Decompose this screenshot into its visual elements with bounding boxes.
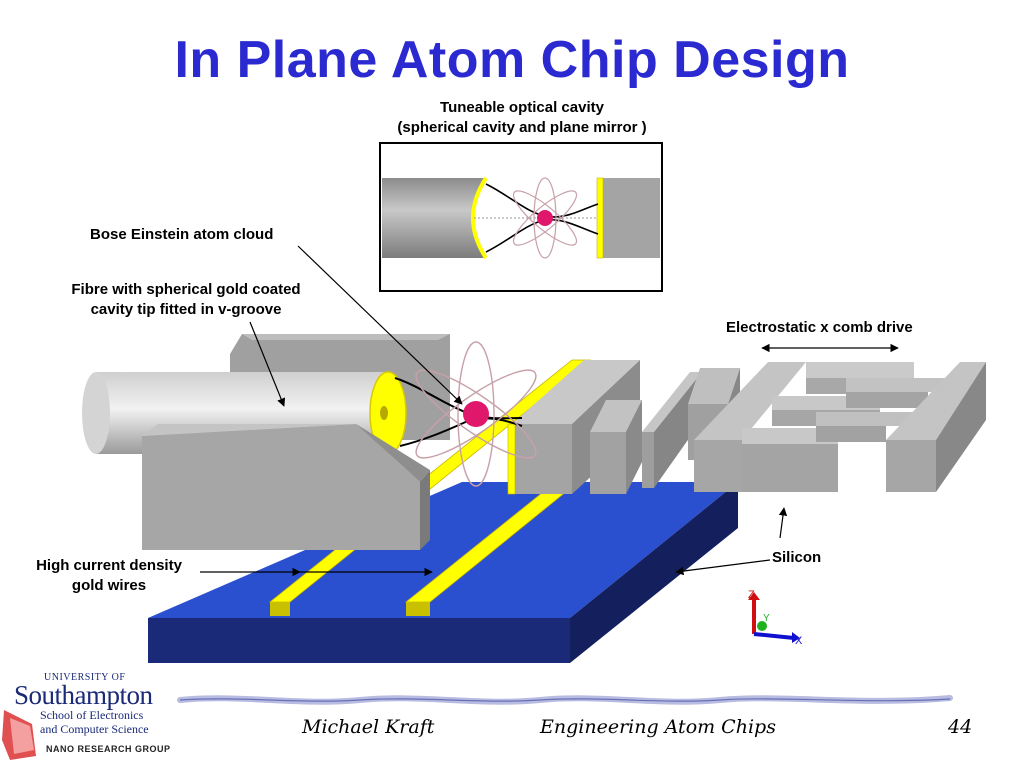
comb-spring — [590, 368, 740, 494]
comb-drive-label: Electrostatic x comb drive — [726, 319, 913, 336]
gold-wires-label-line1: High current density — [36, 557, 182, 574]
cavity-label-line2: (spherical cavity and plane mirror ) — [397, 119, 647, 136]
v-groove-front-block — [142, 424, 430, 550]
axis-y-label: Y — [763, 613, 770, 624]
cavity-label: Tuneable optical cavity (spherical cavit… — [380, 98, 664, 138]
gold-wires-label: High current density gold wires — [14, 556, 204, 596]
fibre-label: Fibre with spherical gold coated cavity … — [46, 280, 326, 320]
footer-course: Engineering Atom Chips — [540, 716, 776, 738]
logo-school-line1: School of Electronics — [40, 708, 144, 722]
slide-title: In Plane Atom Chip Design — [174, 31, 850, 89]
callout-arrows — [200, 245, 899, 577]
fibre-label-line1: Fibre with spherical gold coated — [71, 281, 301, 298]
gold-wires-label-line2: gold wires — [71, 577, 147, 594]
cavity-inset — [379, 142, 663, 292]
logo-group: NANO RESEARCH GROUP — [46, 744, 171, 754]
bec-label: Bose Einstein atom cloud — [90, 226, 274, 243]
footer-author: Michael Kraft — [302, 716, 435, 738]
atom-cloud-chip — [394, 341, 537, 487]
logo-university: UNIVERSITY OF — [44, 672, 126, 683]
axis-triad: Z Y X — [748, 589, 803, 647]
comb-drive — [694, 362, 986, 492]
fibre-label-line2: cavity tip fitted in v-groove — [90, 301, 282, 318]
axis-z-label: Z — [748, 589, 755, 601]
footer-rule — [177, 695, 953, 705]
logo-name: Southampton — [14, 680, 153, 710]
silicon-label: Silicon — [772, 549, 822, 566]
logo-school: School of Electronics and Computer Scien… — [40, 708, 149, 736]
university-logo-mark — [2, 710, 36, 760]
cavity-label-line1: Tuneable optical cavity — [440, 99, 604, 116]
axis-x-label: X — [795, 635, 803, 647]
page-number: 44 — [948, 716, 973, 738]
logo-school-line2: and Computer Science — [40, 722, 149, 736]
